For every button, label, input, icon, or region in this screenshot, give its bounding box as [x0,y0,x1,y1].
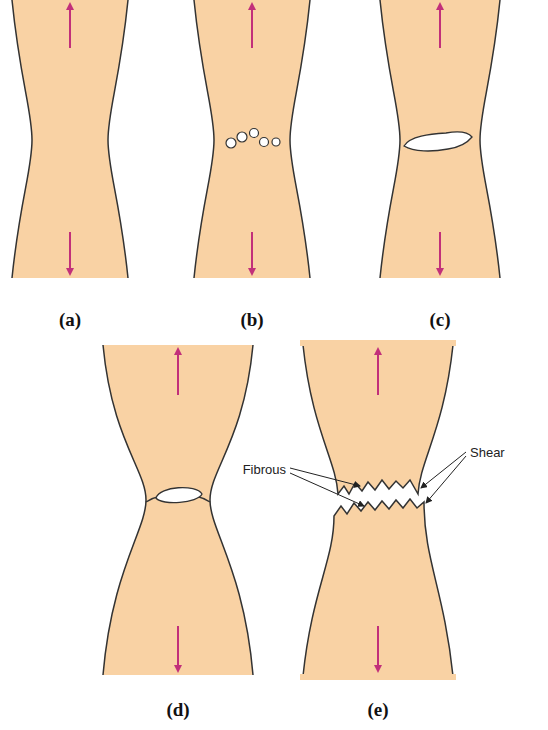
stage-label: (d) [166,700,189,721]
leader-lines [290,452,466,506]
stage-label: (c) [429,310,450,331]
specimen-a [12,0,128,278]
stage-label: (b) [240,310,263,331]
stage-label: (a) [59,310,81,331]
specimen-c [380,0,500,278]
region-label: Shear [470,446,505,460]
specimen-b [194,0,310,278]
specimen-d [103,345,253,675]
specimen-e [300,340,456,680]
stage-label: (e) [367,700,388,721]
region-label: Fibrous [243,463,286,477]
